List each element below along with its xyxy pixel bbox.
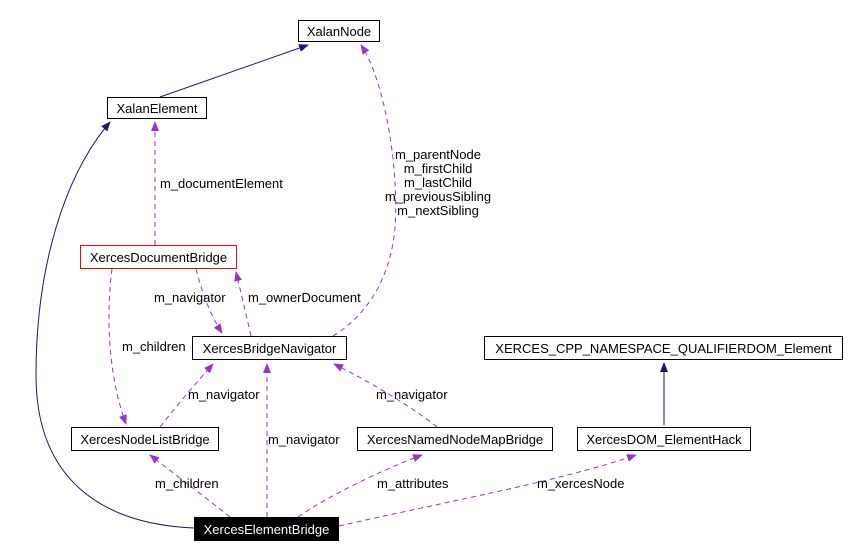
class-xerces-bridge-navigator[interactable]: XercesBridgeNavigator bbox=[192, 336, 347, 360]
edge-usage-docbridge-m-children bbox=[108, 268, 127, 425]
class-xerces-cpp-namespace-qualifier-dom-element[interactable]: XERCES_CPP_NAMESPACE_QUALIFIERDOM_Elemen… bbox=[484, 336, 843, 360]
edge-label-m-nextsibling: m_nextSibling bbox=[397, 203, 479, 218]
edge-label-m-parentnode: m_parentNode bbox=[395, 147, 481, 162]
edge-usage-m-attributes bbox=[297, 454, 423, 518]
class-xerces-named-node-map-bridge[interactable]: XercesNamedNodeMapBridge bbox=[357, 427, 553, 451]
edge-usage-nodelist-m-navigator bbox=[159, 363, 214, 428]
edge-label-m-lastchild: m_lastChild bbox=[404, 175, 472, 190]
class-xerces-element-bridge: XercesElementBridge bbox=[194, 517, 339, 541]
edge-label-m-previoussibling: m_previousSibling bbox=[384, 189, 492, 204]
edge-label-elementbridge-m-children: m_children bbox=[155, 476, 219, 491]
edge-label-elementbridge-m-navigator: m_navigator bbox=[268, 432, 340, 447]
edge-label-m-documentelement: m_documentElement bbox=[160, 176, 283, 191]
edge-label-docbridge-m-children: m_children bbox=[122, 339, 186, 354]
edge-label-docbridge-m-navigator: m_navigator bbox=[154, 290, 226, 305]
edge-inherit-xerceselementbridge-to-xalanelement bbox=[35, 121, 195, 529]
edge-usage-docbridge-m-navigator bbox=[195, 268, 223, 334]
class-xalan-element[interactable]: XalanElement bbox=[107, 97, 207, 119]
class-xerces-document-bridge[interactable]: XercesDocumentBridge bbox=[80, 245, 237, 269]
class-xerces-dom-element-hack[interactable]: XercesDOM_ElementHack bbox=[577, 427, 751, 451]
edge-inherit-xalanelement-to-xalannode bbox=[159, 44, 309, 98]
edge-label-m-attributes: m_attributes bbox=[377, 476, 449, 491]
edge-label-m-firstchild: m_firstChild bbox=[403, 161, 473, 176]
edge-usage-navigator-node-members bbox=[332, 44, 397, 337]
edge-label-navigator-node-members: m_parentNode m_firstChild m_lastChild m_… bbox=[382, 148, 494, 218]
class-xerces-node-list-bridge[interactable]: XercesNodeListBridge bbox=[71, 427, 219, 451]
class-xalan-node[interactable]: XalanNode bbox=[298, 20, 380, 42]
edge-label-m-xercesnode: m_xercesNode bbox=[537, 476, 625, 491]
edge-usage-elementbridge-m-children bbox=[149, 454, 231, 518]
edge-label-namednodemap-m-navigator: m_navigator bbox=[376, 387, 448, 402]
edge-usage-m-xercesnode bbox=[338, 454, 637, 527]
edge-label-nodelist-m-navigator: m_navigator bbox=[188, 387, 260, 402]
edge-label-m-ownerdocument: m_ownerDocument bbox=[248, 290, 361, 305]
edge-usage-namednodemap-m-navigator bbox=[333, 363, 438, 428]
